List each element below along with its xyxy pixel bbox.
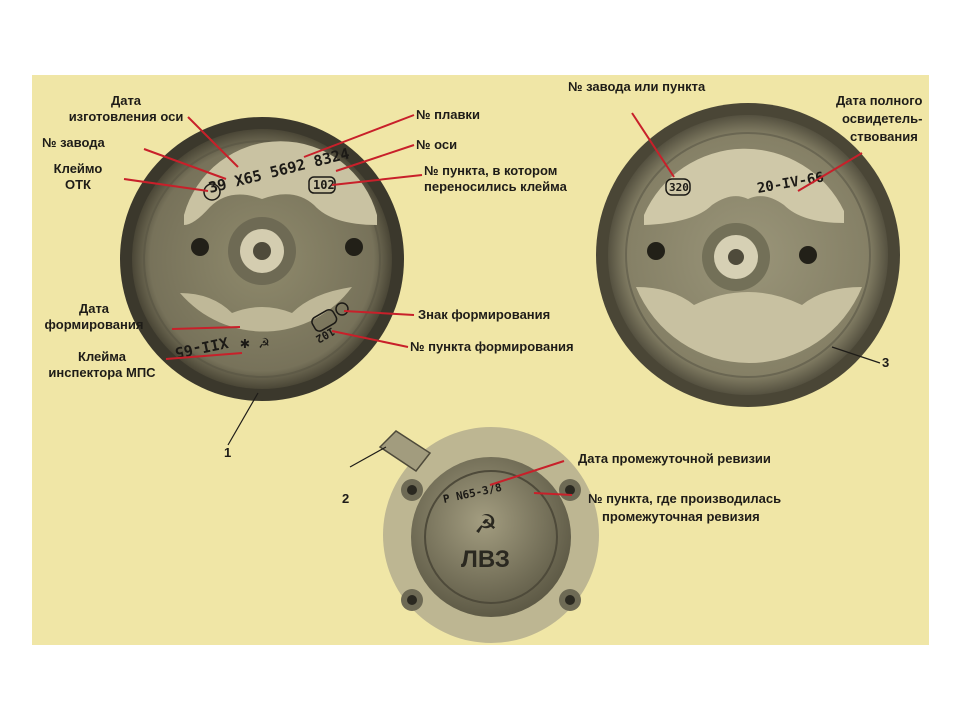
- diagram-plate: 39 X65 5692 8324 102 XII-65 ✱ ☭ 102 320 …: [32, 75, 929, 645]
- cap-tag: [378, 430, 432, 473]
- wheel-3-upper-plate: [644, 148, 844, 225]
- wheel-1-lower-plate: [180, 287, 352, 332]
- label-full-survey-1: Дата полного: [836, 93, 922, 108]
- label-heat-no: № плавки: [416, 107, 480, 122]
- wheel-3-lower-plate: [636, 287, 862, 364]
- ref-number-3: 3: [882, 355, 889, 370]
- label-transfer-2: переносились клейма: [424, 179, 568, 194]
- cap-body: [411, 457, 571, 617]
- label-formation-sign: Знак формирования: [418, 307, 550, 322]
- ref-number-2: 2: [342, 491, 349, 506]
- hammer-sickle-icon: ☭: [474, 509, 497, 539]
- wheel-1-hole-right: [345, 238, 363, 256]
- label-inspector-2: инспектора МПС: [48, 365, 156, 380]
- wheel-3-hole-left: [647, 242, 665, 260]
- label-otk-2: ОТК: [65, 177, 91, 192]
- label-full-survey-2: освидетель-: [842, 111, 922, 126]
- label-date-axle-1: Дата: [111, 93, 142, 108]
- label-plant-or-point: № завода или пункта: [568, 79, 706, 94]
- wheel-1: 39 X65 5692 8324 102 XII-65 ✱ ☭ 102: [120, 117, 404, 401]
- label-date-axle-2: изготовления оси: [69, 109, 184, 124]
- stamp-transfer-box: 102: [313, 178, 335, 192]
- label-interim-point-2: промежуточная ревизия: [602, 509, 760, 524]
- otk-stamp-icon: [203, 183, 221, 201]
- formation-sign-icon: [335, 302, 349, 316]
- ref-number-1: 1: [224, 445, 231, 460]
- label-interim-date: Дата промежуточной ревизии: [578, 451, 771, 466]
- label-formation-point: № пункта формирования: [410, 339, 574, 354]
- wheel-3: 320 20-IV-66: [596, 103, 900, 407]
- label-date-form-1: Дата: [79, 301, 110, 316]
- stamp-plant-box: 320: [669, 181, 689, 194]
- label-date-form-2: формирования: [45, 317, 144, 332]
- label-inspector-1: Клейма: [78, 349, 127, 364]
- axle-box-cap: P N65-3/8 ☭ ЛВЗ: [378, 427, 599, 643]
- cap-logo: ЛВЗ: [461, 546, 510, 573]
- label-transfer-1: № пункта, в котором: [424, 163, 557, 178]
- inspector-stamp-icon: ✱ ☭: [240, 333, 269, 352]
- label-plant-no: № завода: [42, 135, 105, 150]
- leader-lines: [123, 112, 863, 496]
- wheel-3-hole-right: [799, 246, 817, 264]
- label-group: Дата изготовления оси № завода Клеймо ОТ…: [42, 79, 922, 524]
- label-interim-point-1: № пункта, где производилась: [588, 491, 781, 506]
- label-axle-no: № оси: [416, 137, 457, 152]
- wheel-1-hole-left: [191, 238, 209, 256]
- wheelset-markings-diagram: 39 X65 5692 8324 102 XII-65 ✱ ☭ 102 320 …: [42, 79, 922, 643]
- label-otk-1: Клеймо: [54, 161, 103, 176]
- label-full-survey-3: ствования: [850, 129, 918, 144]
